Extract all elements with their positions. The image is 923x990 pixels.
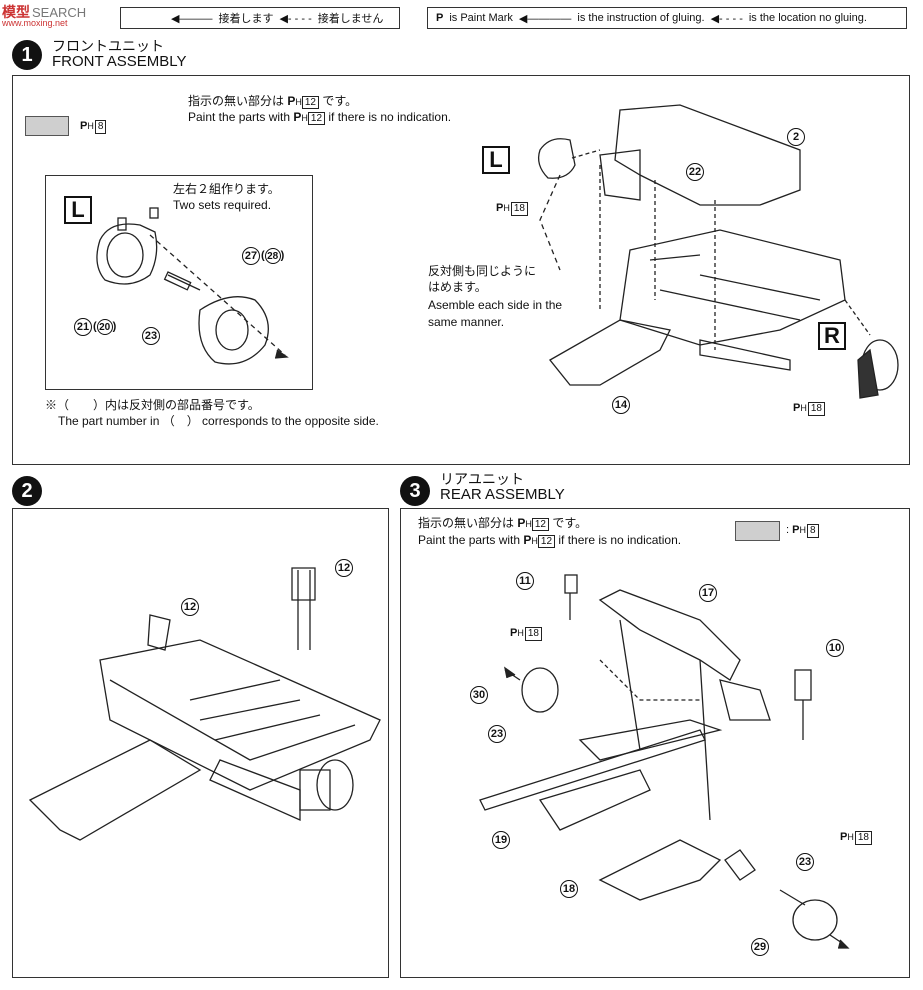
step2-chassis-illustration <box>28 567 381 841</box>
swatch-paint-code: H <box>87 121 94 131</box>
part-number-21: 21 <box>74 318 92 336</box>
left-label: L <box>64 196 92 224</box>
watermark-search: SEARCH <box>32 5 87 20</box>
step2-panel <box>12 508 389 978</box>
paint-mark-symbol: P <box>436 12 444 24</box>
step2-number: 2 <box>12 476 42 506</box>
legend-not-glued: 接着しません <box>317 13 384 25</box>
side-note-en2: same manner. <box>428 315 505 329</box>
part-number-2: 2 <box>787 128 805 146</box>
legend-gluing: is the instruction of gluing. <box>577 12 705 24</box>
paint-symbol: P <box>287 94 296 108</box>
step3-rear-illustration <box>479 574 850 949</box>
brake-drum-illustration <box>96 207 289 365</box>
part-number-20-alt: (20) <box>93 319 116 335</box>
part-number-14: 14 <box>612 396 630 414</box>
step3-number: 3 <box>400 476 430 506</box>
step1-number: 1 <box>12 40 42 70</box>
paint-swatch <box>25 116 69 136</box>
left-drum-illustration <box>537 138 601 179</box>
right-drum-illustration <box>844 299 899 399</box>
swatch-paint-number: 8 <box>94 120 107 134</box>
part-number-17: 17 <box>699 584 717 602</box>
watermark-brand: 模型 <box>2 4 30 20</box>
sub-note-en: Two sets required. <box>173 198 272 212</box>
step3-panel <box>400 508 910 978</box>
step3-title-en: REAR ASSEMBLY <box>440 486 565 503</box>
sub-note-jp: 左右２組作ります。 <box>173 182 280 196</box>
watermark-url: www.moxing.net <box>2 18 68 28</box>
arrow-solid-icon: ◀——— <box>171 12 213 25</box>
legend-no-gluing: is the location no gluing. <box>748 12 867 24</box>
side-note-en1: Asemble each side in the <box>428 298 563 312</box>
arrow-dashed-icon: ◀- - - - <box>710 12 743 25</box>
footnote-en: The part number in （ ） corresponds to th… <box>58 414 379 428</box>
front-chassis-illustration <box>539 104 846 386</box>
part-number-23: 23 <box>142 327 160 345</box>
part-number-12-top: 12 <box>335 559 353 577</box>
step1-subpanel <box>45 175 313 390</box>
paint-symbol: P <box>293 110 302 124</box>
step1-title-jp: フロントユニット <box>52 38 164 54</box>
arrow-dashed-icon: ◀- - - - <box>279 12 312 25</box>
part-number-29: 29 <box>751 938 769 956</box>
legend-jp: ◀——— 接着します ◀- - - - 接着しません <box>120 7 400 29</box>
part-number-27: 27 <box>242 247 260 265</box>
part-number-19: 19 <box>492 831 510 849</box>
part-number-11: 11 <box>516 572 534 590</box>
left-side-label: L <box>482 146 510 174</box>
legend-glued: 接着します <box>218 13 274 25</box>
part-number-22: 22 <box>686 163 704 181</box>
step1-title-en: FRONT ASSEMBLY <box>52 53 187 70</box>
part-number-10: 10 <box>826 639 844 657</box>
part-number-12-left: 12 <box>181 598 199 616</box>
paint-symbol: P <box>80 120 88 132</box>
legend-paint-mark: is Paint Mark <box>449 12 513 24</box>
right-label: R <box>818 322 846 350</box>
side-note-jp1: 反対側も同じように <box>428 264 537 278</box>
step3-title-jp: リアユニット <box>440 471 524 487</box>
step3-paint-swatch <box>735 521 780 541</box>
part-number-28-alt: (28) <box>261 248 284 264</box>
part-number-30: 30 <box>470 686 488 704</box>
part-number-18: 18 <box>560 880 578 898</box>
part-number-23-lower: 23 <box>796 853 814 871</box>
side-note-jp2: はめます。 <box>428 280 487 294</box>
part-number-23-upper: 23 <box>488 725 506 743</box>
legend-en: P is Paint Mark ◀———— is the instruction… <box>427 7 907 29</box>
step1-panel <box>12 75 910 465</box>
footnote-jp: ※（ ）内は反対側の部品番号です。 <box>45 398 260 412</box>
arrow-solid-icon: ◀———— <box>518 12 572 25</box>
